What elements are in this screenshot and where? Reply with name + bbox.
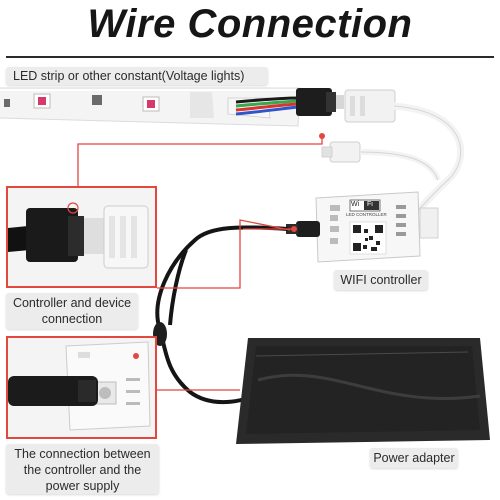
controller-model-text: LED CONTROLLER (346, 212, 387, 217)
rgb-wires (235, 96, 299, 116)
wifi-badge-right: Fi (367, 201, 373, 208)
title-underline (6, 56, 494, 58)
aux-plug (321, 141, 441, 182)
resistor (4, 99, 10, 107)
inset-controller-device (6, 186, 157, 288)
wifi-controller-device (315, 191, 439, 263)
strip-solder-pad (190, 92, 214, 118)
diagram-title: Wire Connection (87, 2, 413, 46)
wifi-controller-label: WIFI controller (334, 270, 428, 290)
controller-device-label: Controller and device connection (6, 293, 138, 329)
power-adapter-label: Power adapter (370, 448, 458, 468)
leader-lines (77, 136, 323, 391)
controller-socket (344, 89, 396, 123)
leader-dot (291, 226, 297, 232)
led-strip-label: LED strip or other constant(Voltage ligh… (6, 67, 268, 85)
led-chip-die (38, 97, 46, 105)
power-adapter-device (236, 338, 490, 444)
controller-power-label: The connection between the controller an… (6, 444, 159, 494)
wifi-badge-left: Wi (351, 201, 360, 208)
leader-dot (319, 133, 325, 139)
strip-connector-plug (296, 88, 344, 116)
led-chip-die (147, 100, 155, 108)
led-strip (0, 87, 301, 127)
inset-controller-power (6, 336, 157, 439)
inset-dc-closeup (8, 338, 155, 437)
resistor (92, 95, 102, 105)
inset-connector-closeup (8, 188, 155, 286)
